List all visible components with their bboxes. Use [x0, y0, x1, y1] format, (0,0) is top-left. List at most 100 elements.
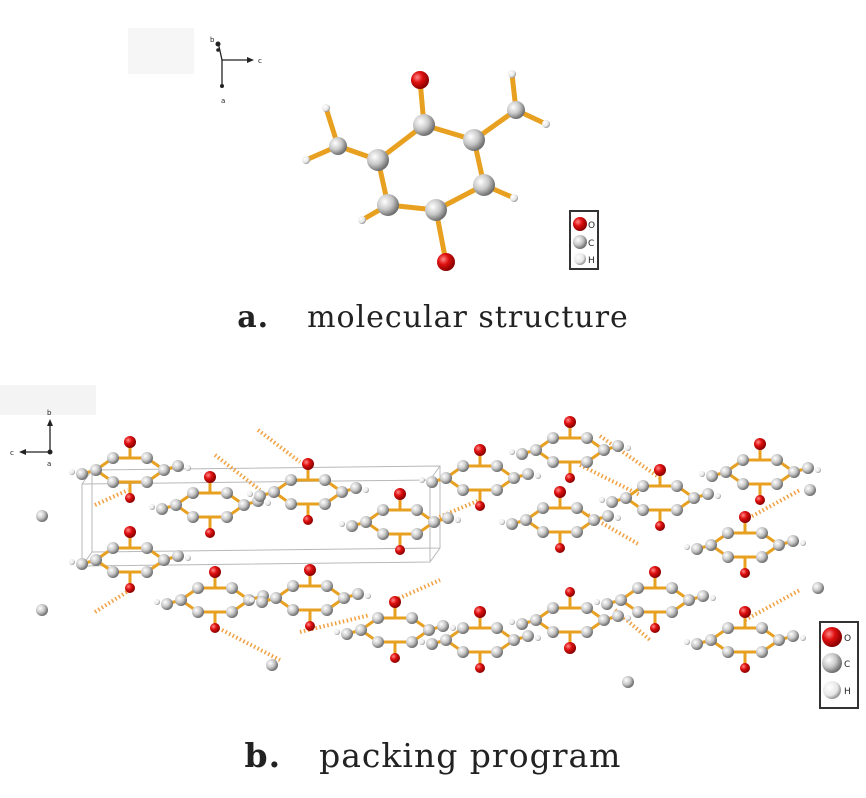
oxygen-atom [124, 436, 136, 448]
carbon-atom [377, 194, 399, 216]
hydrogen-atom [247, 491, 253, 497]
hydrogen-atom [302, 156, 310, 164]
carbon-atom [90, 464, 102, 476]
carbon-atom [192, 582, 204, 594]
carbon-atom [491, 460, 503, 472]
hydrogen-atom [615, 515, 621, 521]
carbon-atom [175, 594, 187, 606]
carbon-atom [581, 432, 593, 444]
hydrogen-atom [334, 629, 340, 635]
hydrogen-atom [542, 120, 550, 128]
molecule [69, 526, 191, 593]
carbon-atom [602, 510, 614, 522]
oxygen-atom [437, 253, 455, 271]
carbon-atom [457, 622, 469, 634]
legend-label-o: O [588, 221, 595, 231]
legend-carbon-swatch [822, 653, 842, 673]
hydrogen-atom [265, 500, 271, 506]
oxygen-atom [390, 653, 400, 663]
carbon-atom [787, 535, 799, 547]
carbon-atom [437, 620, 449, 632]
oxygen-atom [205, 528, 215, 538]
carbon-atom [372, 636, 384, 648]
carbon-atom [683, 594, 695, 606]
legend-label-c: C [844, 660, 850, 670]
carbon-atom [705, 634, 717, 646]
molecule [302, 70, 550, 271]
legend-oxygen-swatch [822, 627, 842, 647]
legend-hydrogen-swatch [574, 253, 586, 265]
molecule [339, 488, 461, 555]
carbon-atom [107, 452, 119, 464]
carbon-atom [516, 448, 528, 460]
carbon-atom [457, 484, 469, 496]
hydrogen-atom [509, 449, 515, 455]
hydrogen-atom [185, 555, 191, 561]
oxygen-atom [565, 473, 575, 483]
legend-hydrogen-swatch [823, 681, 841, 699]
hydrogen-atom [154, 599, 160, 605]
oxygen-atom [474, 606, 486, 618]
hydrogen-bond [94, 488, 129, 507]
carbon-atom [537, 526, 549, 538]
carbon-atom [367, 149, 389, 171]
oxygen-atom [740, 663, 750, 673]
carbon-atom [606, 496, 618, 508]
oxygen-atom [564, 416, 576, 428]
carbon-atom [423, 624, 435, 636]
hydrogen-bond [744, 588, 801, 622]
axis-c-label: c [258, 57, 262, 65]
caption-a-text: molecular structure [307, 300, 629, 335]
carbon-atom [691, 638, 703, 650]
molecule [149, 471, 271, 538]
carbon-atom [172, 460, 184, 472]
molecule [509, 587, 631, 654]
legend-a: O C H [569, 210, 599, 270]
hydrogen-atom [535, 473, 541, 479]
hydrogen-atom [69, 559, 75, 565]
oxygen-atom [554, 486, 566, 498]
carbon-atom [406, 612, 418, 624]
carbon-atom [601, 598, 613, 610]
carbon-atom [688, 492, 700, 504]
carbon-atom [705, 539, 717, 551]
oxygen-atom [654, 464, 666, 476]
axis-a-label: a [47, 460, 51, 468]
carbon-atom [352, 588, 364, 600]
carbon-atom [440, 472, 452, 484]
carbon-atom [90, 554, 102, 566]
carbon-atom [637, 480, 649, 492]
hydrogen-bond [579, 463, 641, 497]
oxygen-atom [304, 564, 316, 576]
hydrogen-atom [508, 70, 516, 78]
carbon-atom [547, 432, 559, 444]
hydrogen-atom [510, 194, 518, 202]
carbon-atom [226, 606, 238, 618]
hydrogen-atom [625, 615, 631, 621]
carbon-atom [737, 454, 749, 466]
carbon-atom [722, 622, 734, 634]
carbon-atom [360, 516, 372, 528]
caption-a: a.molecular structure [0, 300, 866, 335]
carbon-atom [615, 594, 627, 606]
hydrogen-atom [535, 635, 541, 641]
carbon-atom [588, 514, 600, 526]
molecule [684, 511, 806, 578]
carbon-atom [530, 614, 542, 626]
carbon-atom [612, 610, 624, 622]
axis-b-label: b [47, 409, 52, 417]
hydrogen-atom [800, 635, 806, 641]
carbon-atom [287, 604, 299, 616]
carbon-atom [221, 511, 233, 523]
hydrogen-atom [594, 599, 600, 605]
packing-diagram [36, 416, 824, 688]
hydrogen-atom [322, 104, 330, 112]
carbon-atom [547, 602, 559, 614]
carbon-atom [226, 582, 238, 594]
axis-indicator-a: b c a [128, 28, 262, 105]
carbon-atom [141, 452, 153, 464]
hydrogen-bond [598, 434, 662, 480]
carbon-atom [722, 646, 734, 658]
carbon-atom [507, 101, 525, 119]
caption-b: b.packing program [0, 736, 866, 775]
